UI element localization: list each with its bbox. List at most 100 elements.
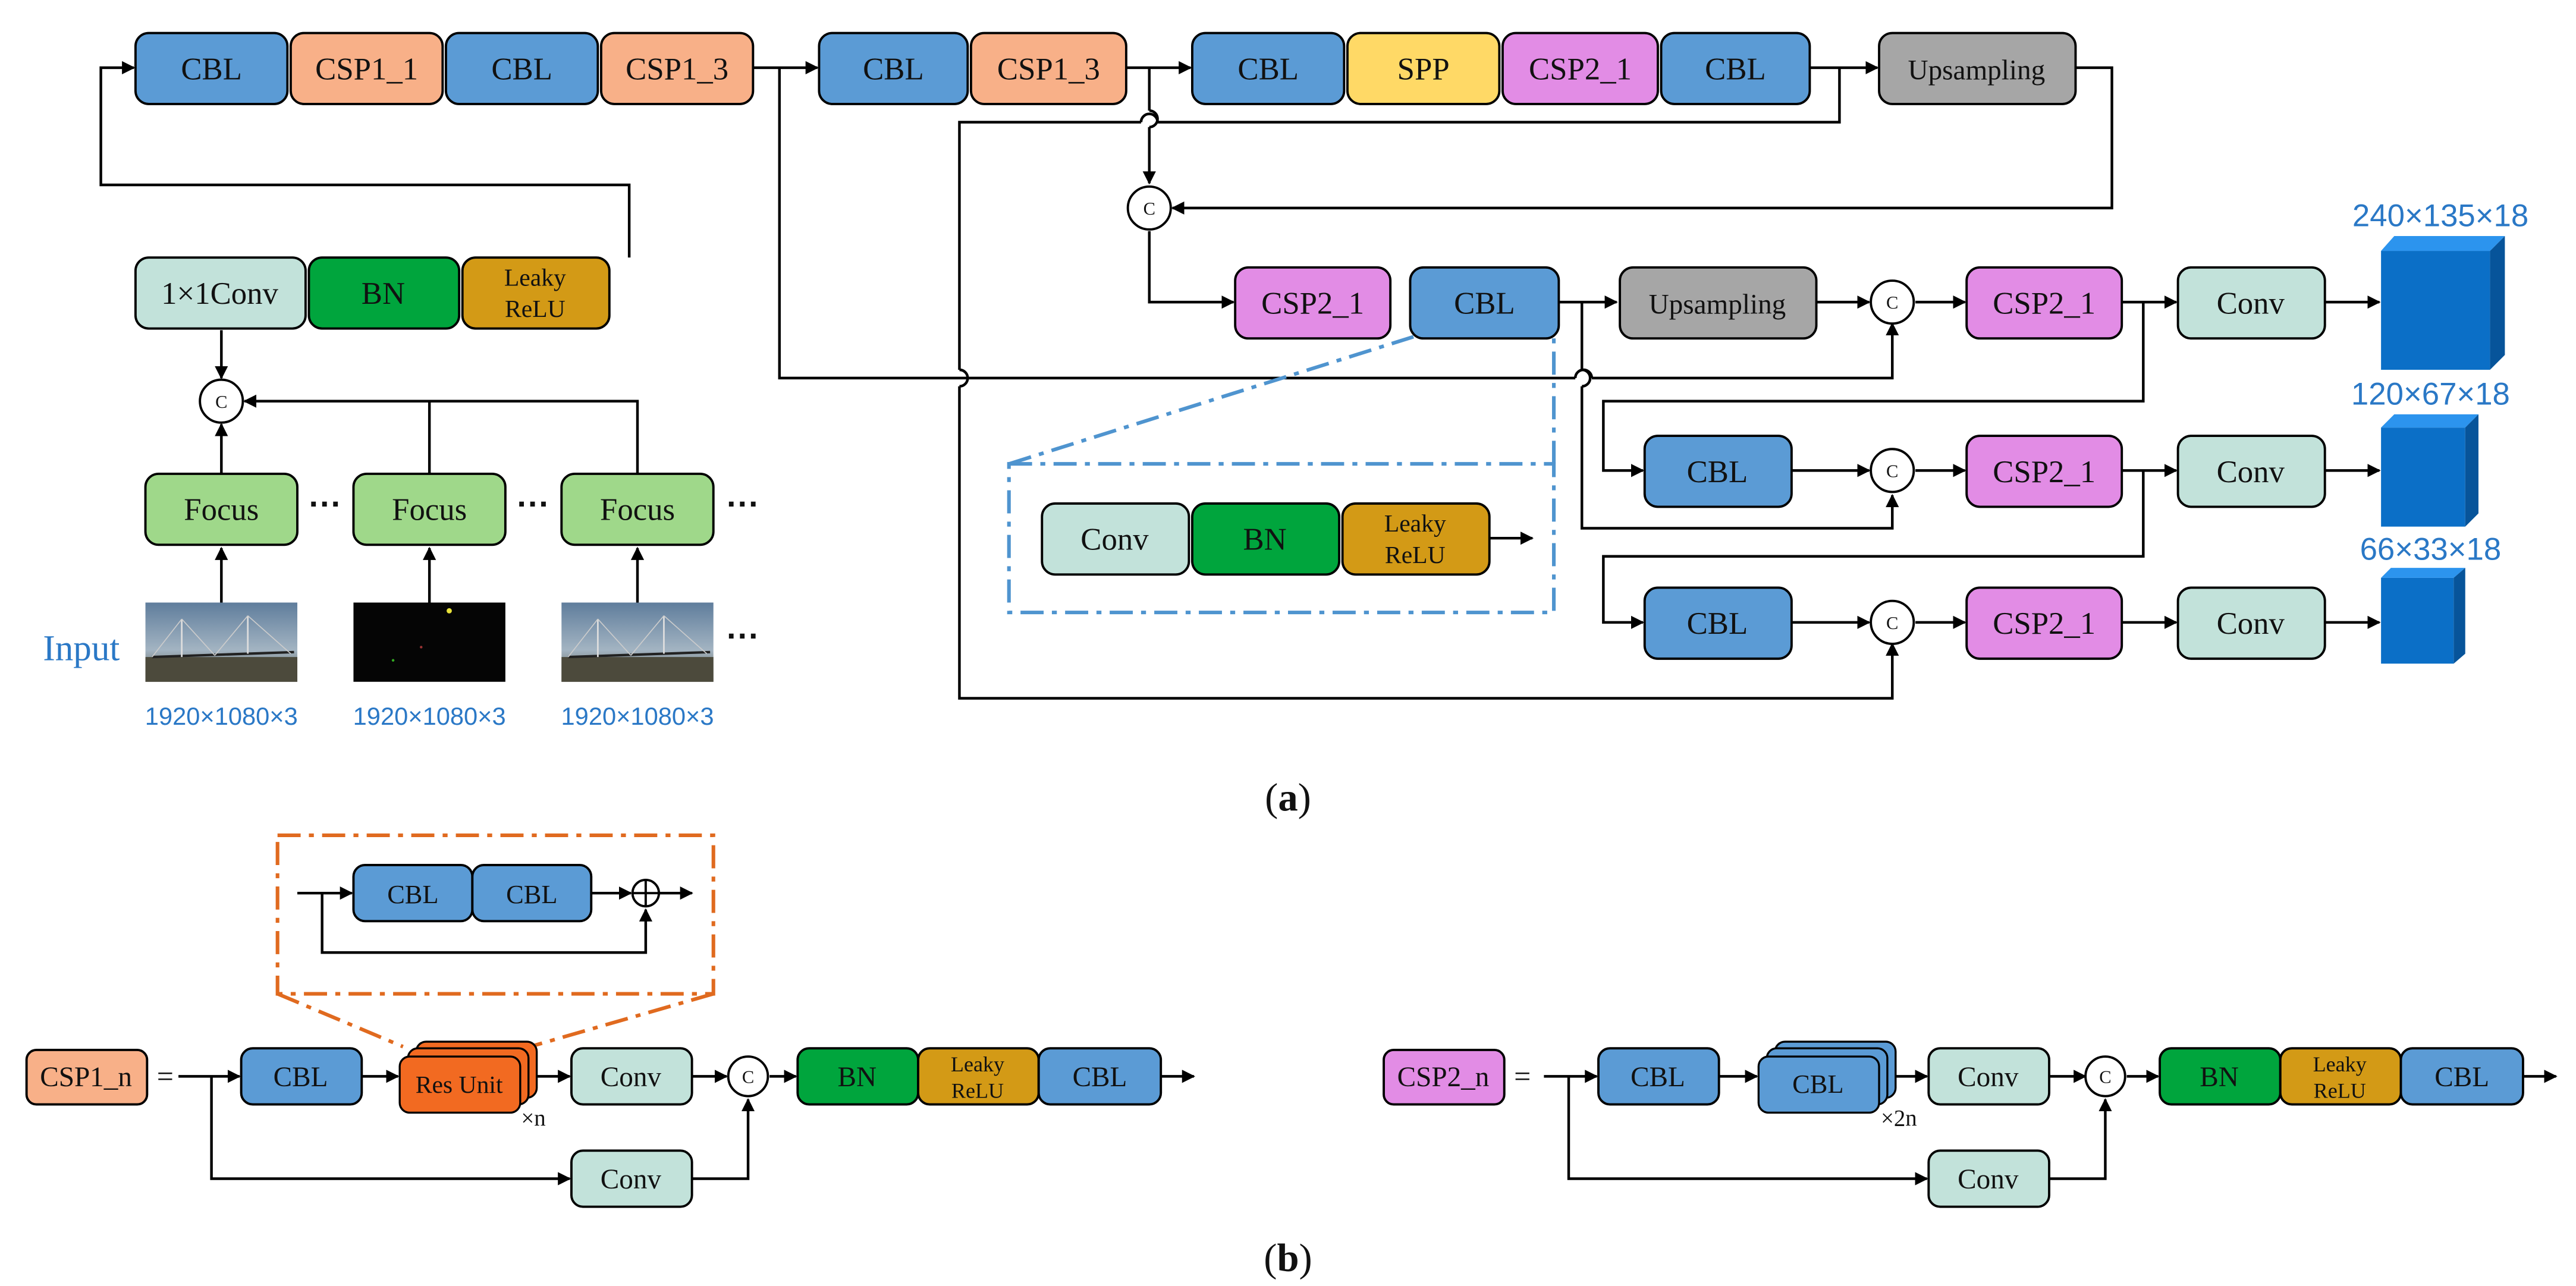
- svg-text:CBL: CBL: [274, 1062, 328, 1093]
- cbl-label: CBL: [863, 52, 924, 86]
- cbl-label: CBL: [491, 52, 552, 86]
- csp1-leaky-relu-block: Leaky ReLU: [917, 1047, 1040, 1106]
- csp2-n-label-box: CSP2_n: [1383, 1048, 1506, 1106]
- csp2-cbl-block: CBL: [1597, 1047, 1720, 1106]
- cbl-block-5: CBL: [1660, 32, 1811, 105]
- concat-node-top: C: [1126, 185, 1172, 231]
- svg-text:CBL: CBL: [1687, 455, 1748, 489]
- svg-text:Focus: Focus: [184, 493, 259, 527]
- cbl-block-4: CBL: [1191, 32, 1346, 105]
- svg-text:Conv: Conv: [2217, 606, 2285, 641]
- svg-text:CSP2_1: CSP2_1: [1993, 455, 2096, 489]
- upsampling-label: Upsampling: [1908, 55, 2046, 86]
- svg-text:ReLU: ReLU: [2314, 1079, 2366, 1102]
- output-size-3: 66×33×18: [2360, 532, 2502, 567]
- svg-text:CBL: CBL: [506, 879, 557, 909]
- input-size-3: 1920×1080×3: [561, 702, 714, 730]
- equals-sign: =: [1514, 1059, 1531, 1093]
- upsampling-block-mid: Upsampling: [1619, 266, 1818, 340]
- svg-text:CBL: CBL: [1687, 606, 1748, 641]
- conv-block-row1: Conv: [2176, 266, 2326, 340]
- svg-text:CBL: CBL: [1073, 1062, 1127, 1093]
- svg-text:Upsampling: Upsampling: [1649, 290, 1786, 320]
- svg-text:BN: BN: [1243, 523, 1286, 557]
- svg-text:C: C: [742, 1067, 754, 1087]
- svg-text:ReLU: ReLU: [1385, 542, 1446, 569]
- svg-text:ReLU: ReLU: [951, 1079, 1004, 1102]
- svg-text:C: C: [1144, 199, 1155, 219]
- spp-label: SPP: [1397, 52, 1450, 86]
- bn-block-left: BN: [307, 256, 461, 330]
- input-image-1: [145, 602, 298, 682]
- input-image-2: [353, 602, 505, 682]
- times-n-label: ×n: [521, 1106, 545, 1131]
- caption-b: (b): [1264, 1237, 1312, 1280]
- svg-text:CBL: CBL: [1792, 1069, 1843, 1099]
- svg-text:Focus: Focus: [600, 493, 675, 527]
- svg-text:Conv: Conv: [601, 1164, 662, 1195]
- res-unit-cbl-1: CBL: [352, 864, 474, 923]
- cbl-label: CBL: [1237, 52, 1299, 86]
- csp2-1-block-row2: CSP2_1: [1965, 435, 2123, 508]
- leaky-label: Leaky: [504, 264, 566, 291]
- input-size-2: 1920×1080×3: [353, 702, 506, 730]
- zoom-leaky-relu-block: Leaky ReLU: [1341, 502, 1491, 576]
- svg-text:CBL: CBL: [387, 879, 438, 909]
- csp2-1-label: CSP2_1: [1529, 52, 1632, 86]
- res-unit-stack: Res Unit: [398, 1040, 538, 1114]
- csp1-3-block-1: CSP1_3: [599, 32, 755, 105]
- cbl-label: CBL: [181, 52, 242, 86]
- cbl-label: CBL: [1705, 52, 1766, 86]
- cbl-block-row3: CBL: [1643, 586, 1793, 660]
- conv-block-row3: Conv: [2176, 586, 2326, 660]
- zoom-callout-orange: [275, 833, 715, 1049]
- add-node-icon: [631, 879, 661, 908]
- csp2-concat-node: C: [2084, 1055, 2126, 1098]
- svg-text:C: C: [1886, 293, 1898, 313]
- ellipsis: ···: [309, 485, 341, 522]
- zoom-bn-block: BN: [1191, 502, 1341, 576]
- csp1-concat-node: C: [727, 1055, 769, 1098]
- svg-text:C: C: [2099, 1067, 2111, 1087]
- svg-text:CSP2_n: CSP2_n: [1397, 1062, 1490, 1093]
- bn-label: BN: [362, 276, 405, 311]
- relu-label: ReLU: [505, 295, 566, 323]
- caption-a: (a): [1265, 776, 1311, 819]
- svg-text:CBL: CBL: [1454, 287, 1515, 321]
- svg-text:Conv: Conv: [2217, 455, 2285, 489]
- concat-node-row3: C: [1870, 599, 1915, 645]
- connection-lines-b: [178, 886, 2558, 1186]
- svg-text:C: C: [215, 392, 227, 412]
- leaky-relu-block-left: Leaky ReLU: [461, 256, 611, 330]
- concat-node-row2: C: [1870, 448, 1915, 493]
- csp1-cbl-block-end: CBL: [1037, 1047, 1163, 1106]
- svg-text:Conv: Conv: [2217, 287, 2285, 321]
- cbl-block-3: CBL: [818, 32, 969, 105]
- times-2n-label: ×2n: [1881, 1106, 1917, 1131]
- svg-text:CBL: CBL: [1631, 1062, 1685, 1093]
- csp2-1-block-row3: CSP2_1: [1965, 586, 2123, 660]
- conv1x1-label: 1×1Conv: [161, 276, 278, 311]
- output-size-2: 120×67×18: [2351, 376, 2510, 411]
- svg-text:Conv: Conv: [1958, 1164, 2019, 1195]
- zoom-callout-blue: [1007, 335, 1556, 615]
- focus-block-2: Focus: [352, 472, 507, 546]
- ellipsis: ···: [727, 485, 759, 522]
- svg-text:C: C: [1886, 613, 1898, 633]
- csp2-1-block-top: CSP2_1: [1501, 32, 1659, 105]
- svg-text:Leaky: Leaky: [951, 1052, 1004, 1076]
- concat-node-focus: C: [199, 378, 244, 424]
- output-cube-1: [2381, 236, 2505, 370]
- conv1x1-block: 1×1Conv: [134, 256, 307, 330]
- focus-block-1: Focus: [144, 472, 299, 546]
- csp2-bn-block: BN: [2159, 1047, 2282, 1106]
- csp1-cbl-block: CBL: [240, 1047, 363, 1106]
- svg-text:Leaky: Leaky: [1384, 510, 1446, 537]
- csp1-3-block-2: CSP1_3: [969, 32, 1127, 105]
- cbl-block-row2: CBL: [1643, 435, 1793, 508]
- input-label: Input: [43, 629, 120, 669]
- cbl-block-2: CBL: [444, 32, 599, 105]
- csp1-3-label: CSP1_3: [997, 52, 1100, 86]
- svg-text:Conv: Conv: [601, 1062, 662, 1093]
